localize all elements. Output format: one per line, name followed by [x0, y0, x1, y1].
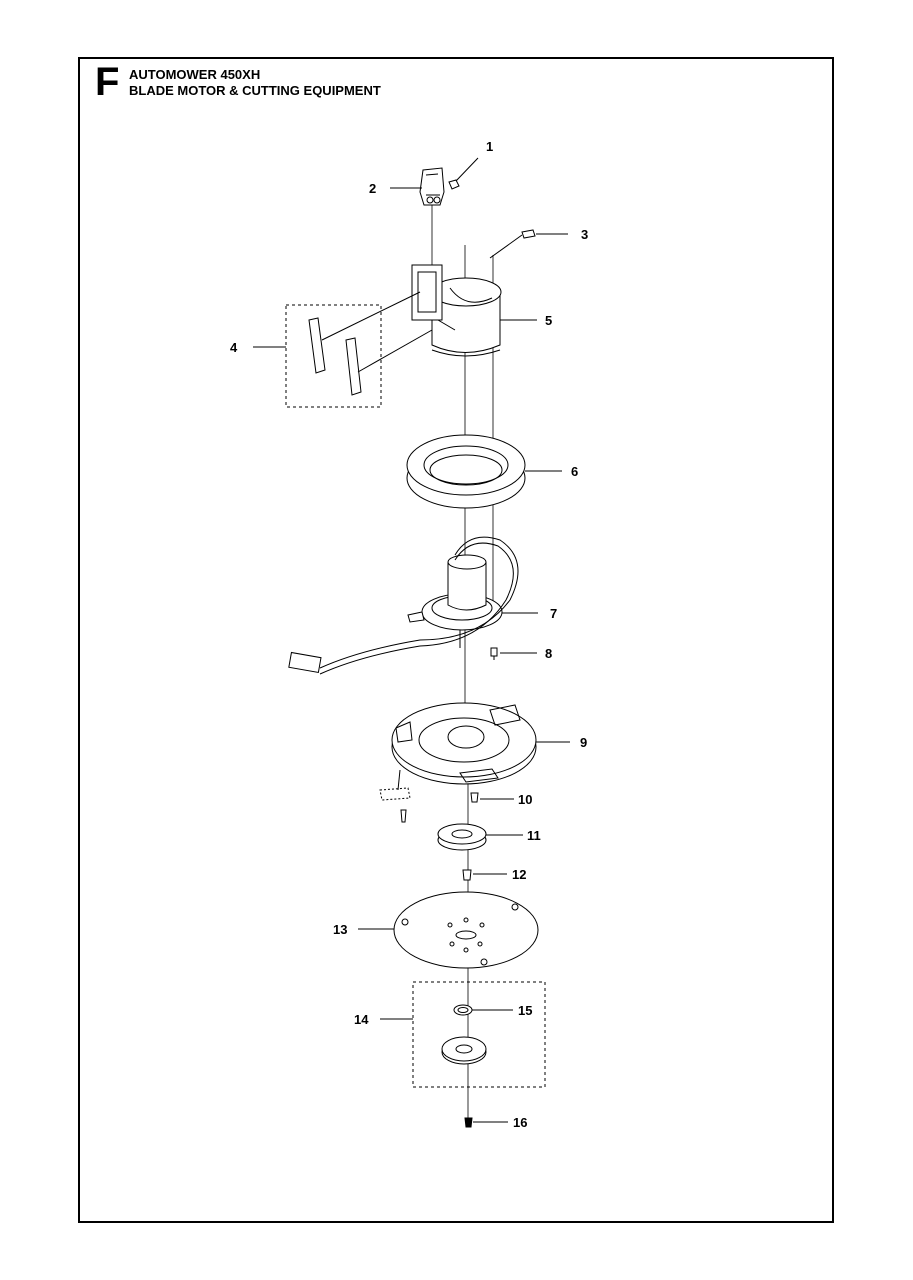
callout-8: 8 — [545, 646, 552, 661]
callout-11: 11 — [527, 828, 541, 843]
diagram-subtitle: BLADE MOTOR & CUTTING EQUIPMENT — [129, 83, 381, 98]
part-6-ring-seal — [406, 434, 526, 509]
callout-9: 9 — [580, 735, 587, 750]
part-1-nut — [448, 157, 479, 190]
part-14-group-box — [412, 981, 546, 1088]
leader-lines — [253, 187, 570, 1123]
part-11-hub — [437, 823, 487, 851]
part-16-screw — [464, 1117, 473, 1128]
callout-7: 7 — [550, 606, 557, 621]
callout-16: 16 — [513, 1115, 527, 1130]
part-2-connector-clip — [419, 167, 445, 206]
callout-15: 15 — [518, 1003, 532, 1018]
part-4-rails — [308, 291, 433, 396]
part-8-screw — [490, 647, 498, 660]
callout-labels: 1 2 3 4 5 6 7 8 9 10 11 12 13 14 15 16 — [230, 139, 588, 1130]
part-15-washer — [453, 1004, 473, 1016]
callout-10: 10 — [518, 792, 532, 807]
part-5-motor-housing — [411, 264, 502, 357]
section-letter: F — [95, 60, 120, 104]
callout-12: 12 — [512, 867, 526, 882]
callout-1: 1 — [486, 139, 493, 154]
part-3-screw — [489, 229, 536, 259]
model-title: AUTOMOWER 450XH — [129, 67, 261, 82]
part-14-blade-assembly — [441, 1036, 487, 1065]
part-9-blade-disc — [379, 702, 537, 823]
part-12-screw — [462, 869, 472, 881]
callout-4: 4 — [230, 340, 238, 355]
callout-6: 6 — [571, 464, 578, 479]
part-4-group-box — [285, 304, 382, 408]
callout-3: 3 — [581, 227, 588, 242]
callout-5: 5 — [545, 313, 552, 328]
part-10-screw — [470, 792, 479, 803]
part-13-skid-plate — [393, 891, 539, 969]
page-frame — [78, 57, 834, 1223]
callout-2: 2 — [369, 181, 376, 196]
callout-13: 13 — [333, 922, 347, 937]
callout-14: 14 — [354, 1012, 369, 1027]
part-7-blade-motor — [288, 536, 519, 675]
